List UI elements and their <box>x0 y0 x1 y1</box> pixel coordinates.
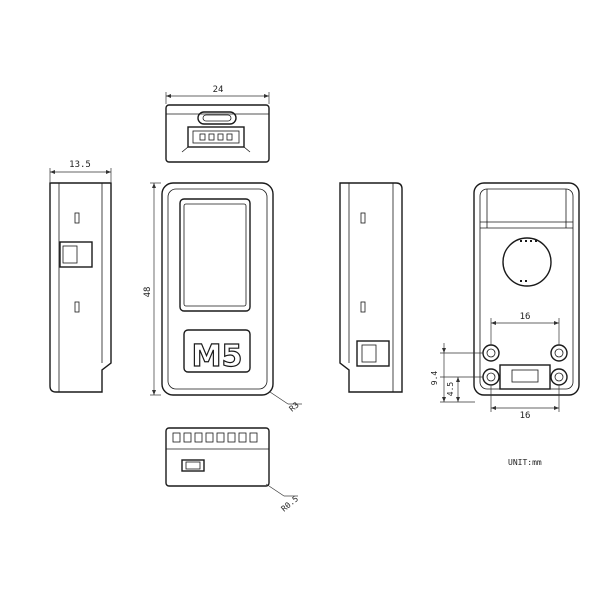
right-side-view <box>339 182 403 393</box>
left-side-outline <box>49 182 112 393</box>
side-slot <box>74 301 80 313</box>
usb-c-port <box>197 111 237 125</box>
dim-arrows <box>456 377 460 402</box>
buzzer-hole <box>525 240 527 242</box>
side-button <box>59 241 93 268</box>
header-pins <box>172 432 258 443</box>
screw-hole-inner <box>554 348 564 358</box>
header-pin <box>238 432 247 443</box>
buzzer-holes <box>520 240 537 282</box>
screw-hole-inner <box>554 372 564 382</box>
dim-label-hole-spacing-upper: 16 <box>520 312 531 322</box>
header-pin <box>183 432 192 443</box>
dim-label-side-depth: 13.5 <box>69 160 91 170</box>
screw-hole <box>550 344 568 362</box>
grove-connector <box>187 126 245 148</box>
side-slot <box>360 301 366 313</box>
m5-logo: M5 <box>192 339 243 374</box>
bottom-button-inner <box>185 461 201 470</box>
grove-connector-inner <box>192 130 240 144</box>
grove-pins <box>199 133 233 141</box>
grove-latch-left <box>181 146 189 153</box>
dim-label-hole-spacing-lower: 16 <box>520 411 531 421</box>
bottom-button <box>181 459 205 472</box>
grove-pin <box>226 133 233 141</box>
screw-hole <box>550 368 568 386</box>
back-inner-outline <box>479 188 574 390</box>
back-view: 16 16 9.4 4.5 <box>430 182 580 421</box>
leader-corner-radius <box>269 391 289 405</box>
usb-c-port-inner <box>202 114 232 122</box>
buzzer-hole <box>520 240 522 242</box>
bottom-view-outline <box>165 427 270 487</box>
logo-button <box>183 329 251 373</box>
buzzer-hole <box>535 240 537 242</box>
grove-latch-right <box>243 146 251 153</box>
header-pin <box>216 432 225 443</box>
buzzer-hole <box>525 280 527 282</box>
header-pin <box>172 432 181 443</box>
front-outline <box>161 182 274 396</box>
leader-bottom-radius <box>265 483 285 497</box>
back-outline <box>473 182 580 396</box>
bottom-view: R0.5 <box>165 427 301 514</box>
side-slot <box>74 212 80 224</box>
screw-hole-inner <box>486 348 496 358</box>
back-clip-inner <box>511 369 539 383</box>
unit-label: UNIT:mm <box>508 458 542 467</box>
dim-label-vertical-a: 9.4 <box>430 371 439 386</box>
buzzer-circle <box>502 237 552 287</box>
buzzer-hole <box>530 240 532 242</box>
header-pin <box>205 432 214 443</box>
display-screen <box>179 198 251 312</box>
header-pin <box>227 432 236 443</box>
grove-pin <box>217 133 224 141</box>
back-clip <box>499 364 551 390</box>
top-view: 24 <box>165 85 270 163</box>
side-button-cap <box>361 344 377 363</box>
front-bezel <box>167 188 268 390</box>
dim-label-vertical-b: 4.5 <box>446 382 455 397</box>
screw-hole-inner <box>486 372 496 382</box>
grove-pin <box>199 133 206 141</box>
header-pin <box>249 432 258 443</box>
dim-label-front-height: 48 <box>143 287 153 298</box>
side-button <box>356 340 390 367</box>
dim-label-corner-radius: R3 <box>288 400 301 413</box>
dim-label-top-width: 24 <box>213 85 224 95</box>
grove-pin <box>208 133 215 141</box>
front-view: M5 48 R3 <box>143 182 302 414</box>
dim-label-bottom-radius: R0.5 <box>280 494 301 513</box>
right-side-outline <box>339 182 403 393</box>
top-view-outline <box>165 104 270 163</box>
left-side-view: 13.5 <box>49 160 112 393</box>
side-slot <box>360 212 366 224</box>
screw-hole <box>482 368 500 386</box>
side-button-cap <box>62 245 78 264</box>
header-pin <box>194 432 203 443</box>
screw-hole <box>482 344 500 362</box>
buzzer-hole <box>520 280 522 282</box>
display-area <box>183 203 247 307</box>
